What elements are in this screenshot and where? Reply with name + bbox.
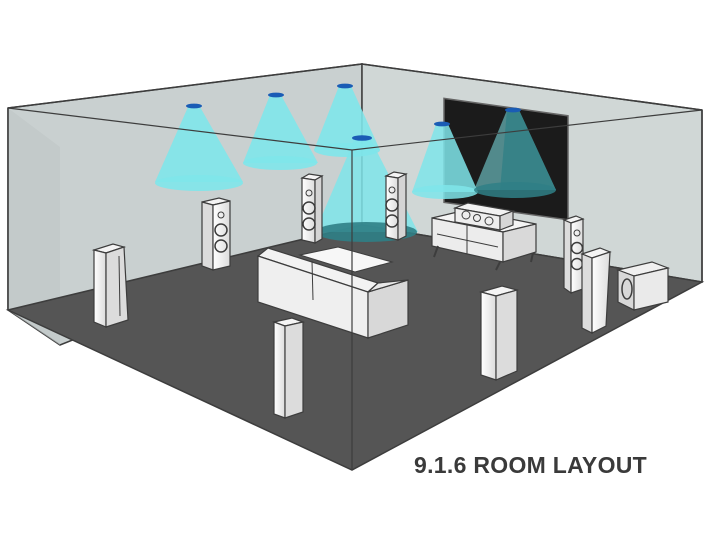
ceiling-speaker-icon bbox=[243, 92, 318, 170]
tower-speaker-icon bbox=[580, 247, 612, 334]
center-speaker bbox=[452, 202, 516, 231]
tower-speaker-icon bbox=[91, 243, 129, 328]
overhead-speakers bbox=[155, 83, 556, 242]
tower-speaker-icon bbox=[562, 215, 585, 295]
tower-speaker-icon bbox=[271, 317, 306, 419]
left-outer-wall bbox=[8, 108, 60, 345]
ceiling-speaker-icon bbox=[155, 103, 243, 191]
tower-speaker-icon bbox=[478, 285, 520, 381]
diagram-caption: 9.1.6 ROOM LAYOUT bbox=[414, 452, 648, 478]
tower-speaker-icon bbox=[384, 171, 408, 241]
room-edges bbox=[7, 63, 703, 470]
sofa bbox=[256, 246, 409, 339]
subwoofer-icon bbox=[615, 261, 671, 311]
ceiling-speaker-icon bbox=[474, 107, 556, 198]
tower-speaker-icon bbox=[201, 197, 231, 271]
tower-speaker-icon bbox=[300, 173, 324, 245]
ceiling-speaker-icon bbox=[412, 121, 478, 199]
